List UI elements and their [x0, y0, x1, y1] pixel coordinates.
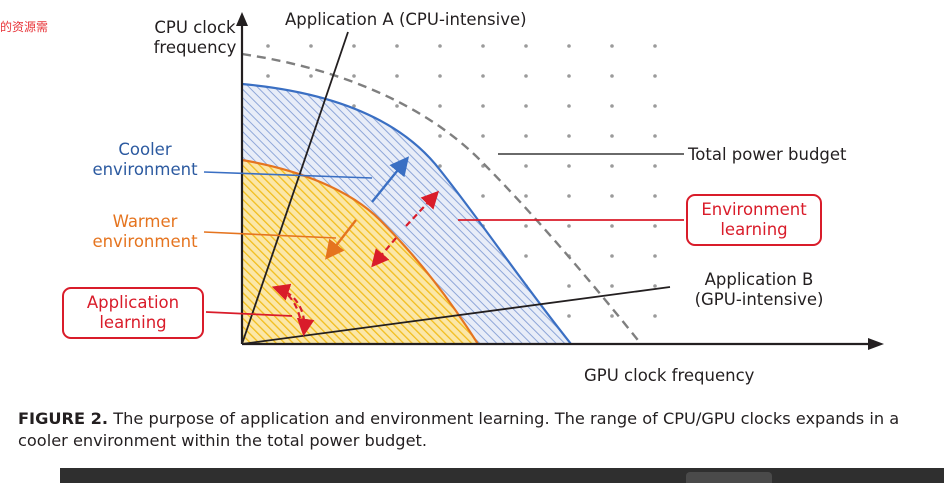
y-axis-arrowhead [236, 12, 248, 26]
y-axis-label: CPU clock frequency [153, 18, 237, 57]
grid-dot [567, 314, 571, 318]
grid-dot [567, 134, 571, 138]
grid-dot [567, 284, 571, 288]
figure-caption: FIGURE 2. The purpose of application and… [18, 408, 928, 452]
grid-dot [610, 314, 614, 318]
grid-dot [309, 44, 313, 48]
grid-dot [524, 134, 528, 138]
grid-dot [524, 254, 528, 258]
grid-dot [395, 104, 399, 108]
bottom-toolbar [60, 468, 944, 483]
grid-dot [653, 134, 657, 138]
app-learning-leader-line [205, 311, 293, 317]
grid-dot [524, 44, 528, 48]
grid-dot [653, 194, 657, 198]
grid-dot [610, 164, 614, 168]
grid-dot [567, 44, 571, 48]
grid-dot [610, 254, 614, 258]
warmer-contraction-arrow [325, 219, 357, 260]
grid-dot [653, 254, 657, 258]
grid-dot [438, 104, 442, 108]
grid-dot [266, 44, 270, 48]
grid-dot [352, 44, 356, 48]
cooler-boundary [241, 82, 572, 345]
grid-dot [653, 224, 657, 228]
warmer-boundary [241, 158, 479, 345]
grid-dot [266, 74, 270, 78]
grid-dot [653, 74, 657, 78]
cooler-environment-label: Cooler environment [92, 140, 198, 179]
grid-dot [481, 74, 485, 78]
env-learning-arrow [405, 190, 440, 227]
warmer-environment-label: Warmer environment [92, 212, 198, 251]
x-axis-label: GPU clock frequency [584, 366, 755, 385]
cooler-expansion-arrow [371, 156, 410, 203]
grid-dot [653, 104, 657, 108]
application-a-line [241, 31, 349, 345]
application-learning-box: Application learning [62, 287, 204, 339]
grid-dot [653, 314, 657, 318]
app-learning-arrow-reverse [271, 283, 302, 319]
bottom-toolbar-tab[interactable] [686, 472, 772, 483]
total-power-budget-label: Total power budget [688, 145, 847, 164]
grid-dot [481, 104, 485, 108]
grid-dot [524, 194, 528, 198]
application-b-label: Application B (GPU-intensive) [694, 270, 824, 309]
warmer-leader-line [203, 231, 337, 239]
grid-dot [309, 74, 313, 78]
grid-dot [567, 224, 571, 228]
application-a-label: Application A (CPU-intensive) [285, 10, 527, 29]
grid-dot [567, 194, 571, 198]
grid-dot [653, 44, 657, 48]
grid-dot [567, 74, 571, 78]
grid-dot [610, 74, 614, 78]
grid-dot [610, 284, 614, 288]
power-budget-diagram [203, 12, 884, 350]
grid-dot [438, 74, 442, 78]
figure-number: FIGURE 2. [18, 409, 109, 428]
grid-dot [438, 134, 442, 138]
grid-dot [610, 134, 614, 138]
grid-dot [481, 194, 485, 198]
grid-dot [567, 164, 571, 168]
caption-text: The purpose of application and environme… [18, 409, 900, 450]
grid-dot [438, 44, 442, 48]
watermark-text: 的资源需 [0, 20, 49, 34]
grid-dot [567, 104, 571, 108]
grid-dot [610, 224, 614, 228]
grid-dot [352, 74, 356, 78]
grid-dot [610, 104, 614, 108]
x-axis-arrowhead [868, 338, 884, 350]
grid-dot [438, 164, 442, 168]
grid-dot [395, 44, 399, 48]
grid-dot [524, 74, 528, 78]
grid-dot [524, 164, 528, 168]
cooler-leader-line [203, 171, 373, 179]
grid-dot [653, 284, 657, 288]
grid-dot [481, 134, 485, 138]
grid-dot [524, 224, 528, 228]
grid-dot [610, 194, 614, 198]
grid-dot [395, 74, 399, 78]
grid-dot [610, 44, 614, 48]
grid-dot [352, 104, 356, 108]
grid-dot [653, 164, 657, 168]
grid-dot [481, 44, 485, 48]
environment-learning-box: Environment learning [686, 194, 822, 246]
grid-dot [524, 104, 528, 108]
warmer-region [242, 160, 478, 344]
env-learning-arrow-reverse [371, 237, 397, 268]
